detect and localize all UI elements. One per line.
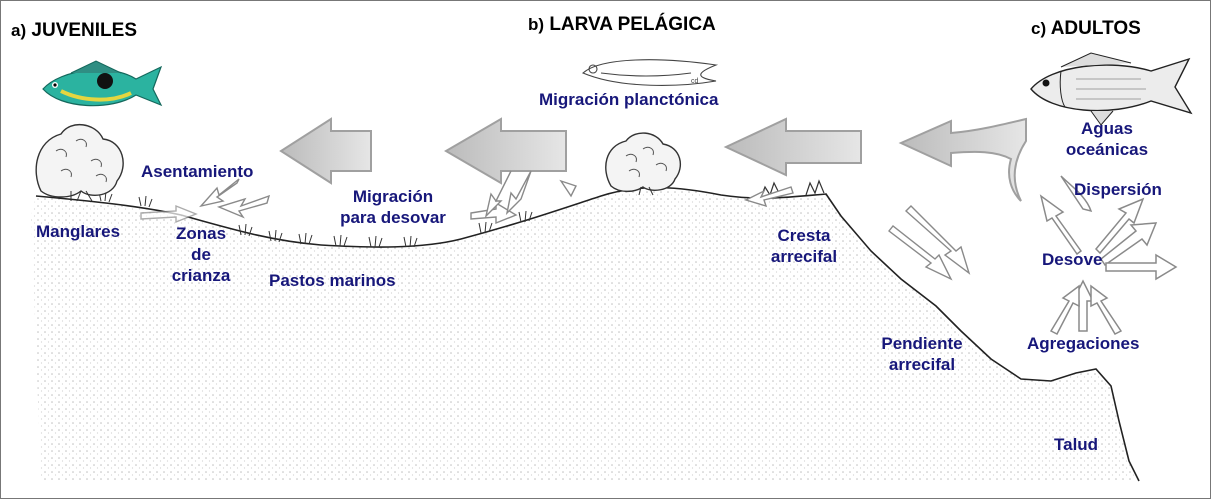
juvenile-fish-image [43,61,161,106]
label-pendiente-arrecifal: Pendiente arrecifal [869,333,975,375]
panel-title-adultos: c) ADULTOS [1031,18,1141,40]
arrow-left-1 [281,119,371,183]
label-agregaciones: Agregaciones [1027,333,1139,354]
label-aguas-oceanicas: Aguas oceánicas [1057,118,1157,160]
larva-image: cd [583,60,716,86]
label-talud: Talud [1054,434,1098,455]
label-dispersion: Dispersión [1074,179,1162,200]
arrow-left-2 [446,119,566,183]
label-manglares: Manglares [36,221,120,242]
arrow-ocean-curve [901,119,1026,201]
label-cresta-arrecifal: Cresta arrecifal [759,225,849,267]
arrow-left-3 [726,119,861,175]
label-asentamiento: Asentamiento [141,161,253,182]
label-migracion-planctonica: Migración planctónica [539,89,718,110]
label-desove: Desove [1042,249,1102,270]
panel-title-larva: b) LARVA PELÁGICA [528,14,716,36]
label-zonas-crianza: Zonas de crianza [161,223,241,286]
svg-text:cd: cd [691,78,699,85]
panel-title-juveniles: a) JUVENILES [11,20,137,42]
mangrove-tree-left [36,125,123,201]
label-pastos-marinos: Pastos marinos [269,270,396,291]
label-migracion-desovar: Migración para desovar [323,186,463,228]
adult-fish-image [1031,53,1191,125]
mangrove-tree-right [606,133,681,195]
